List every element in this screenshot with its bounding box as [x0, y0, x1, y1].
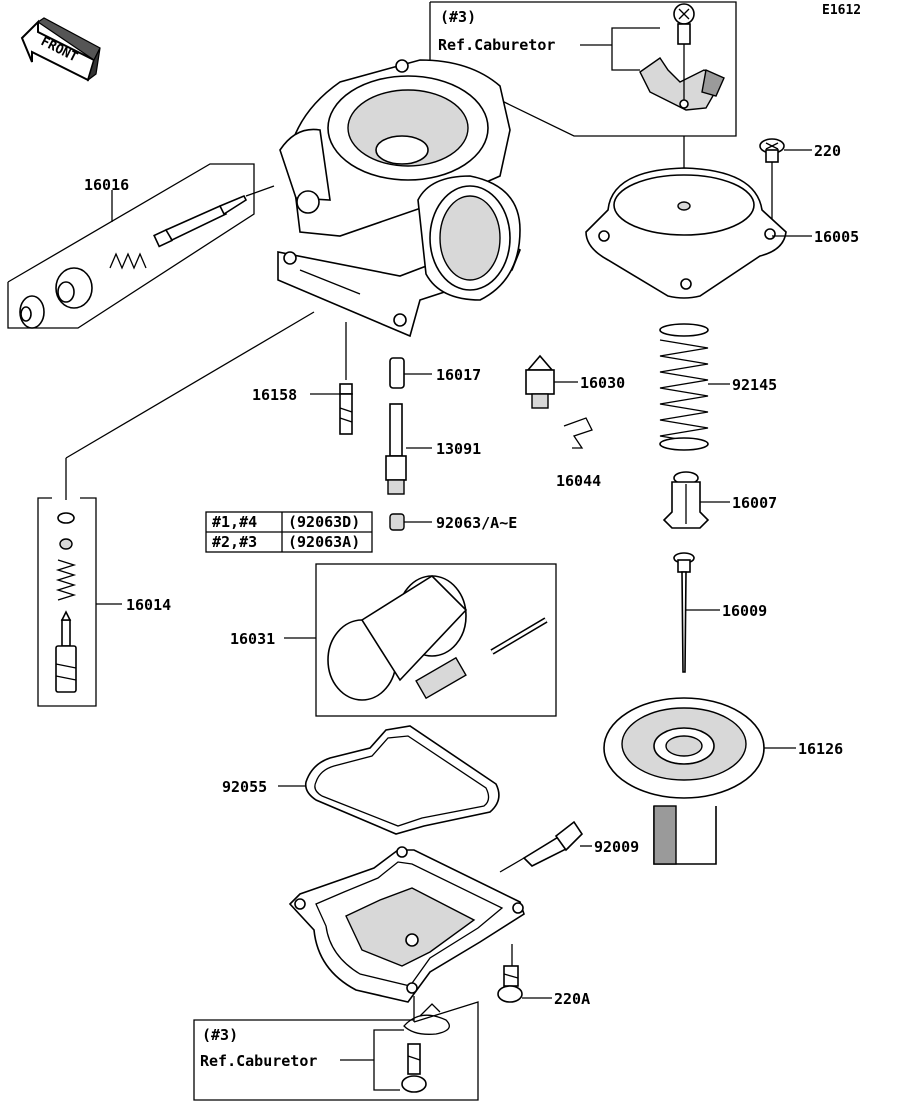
callout-16007: 16007 — [732, 494, 777, 512]
washer-icon — [19, 295, 45, 329]
plug-icon — [55, 267, 93, 309]
callout-16009: 16009 — [722, 602, 767, 620]
jet-table: #1,#4 (92063D) #2,#3 (92063A) — [205, 511, 373, 553]
top-cover-icon — [585, 167, 812, 299]
pilot-screw-icon — [153, 194, 248, 248]
callout-16016: 16016 — [84, 176, 129, 194]
carburetor-body-icon — [277, 59, 521, 338]
clip-bottom-icon — [403, 1003, 450, 1035]
ref-box-top: (#3) Ref.Caburetor — [429, 1, 737, 175]
ref-box-bottom: (#3) Ref.Caburetor — [193, 996, 479, 1101]
spring-small-icon — [109, 252, 147, 270]
ref-bottom-label: Ref.Caburetor — [200, 1052, 317, 1070]
callout-16031: 16031 — [230, 630, 275, 648]
callout-16126: 16126 — [798, 740, 843, 758]
callout-220a: 220A — [554, 990, 590, 1008]
jet-holder-icon — [389, 357, 432, 389]
callout-16005: 16005 — [814, 228, 859, 246]
callout-220: 220 — [814, 142, 841, 160]
jet-needle-icon — [673, 552, 720, 673]
screw-220-icon — [759, 138, 812, 228]
clip-icon — [563, 417, 593, 449]
pilot-screw-92009-icon — [499, 820, 592, 873]
kit-16016-group — [7, 163, 275, 329]
screw-icon — [673, 3, 695, 45]
callout-92009: 92009 — [594, 838, 639, 856]
ref-top-label: Ref.Caburetor — [438, 36, 555, 54]
needle-jet-icon — [385, 403, 432, 495]
float-16031-group — [284, 563, 557, 717]
bracket-icon — [639, 44, 725, 111]
diagram-code: E1612 — [822, 3, 861, 18]
gasket-icon — [278, 725, 500, 835]
main-jet-icon — [389, 513, 432, 531]
air-jet-icon — [310, 383, 353, 435]
callout-13091: 13091 — [436, 440, 481, 458]
needle-holder-icon — [662, 471, 730, 529]
callout-92063: 92063/A~E — [436, 514, 517, 532]
jet-table-row2-cyl: #2,#3 — [212, 533, 257, 551]
screw-bottom-icon — [401, 1043, 427, 1093]
jet-table-row2-part: (92063A) — [288, 533, 360, 551]
callout-16030: 16030 — [580, 374, 625, 392]
ref-top-group: (#3) — [440, 8, 476, 26]
spring-92145-icon — [659, 323, 730, 451]
kit-16014-group — [37, 497, 122, 707]
callout-16158: 16158 — [252, 386, 297, 404]
callout-16044: 16044 — [556, 472, 601, 490]
jet-table-row1-part: (92063D) — [288, 513, 360, 531]
callout-92145: 92145 — [732, 376, 777, 394]
float-valve-icon — [525, 354, 578, 409]
vacuum-piston-icon — [603, 697, 796, 865]
callout-16017: 16017 — [436, 366, 481, 384]
callout-92055: 92055 — [222, 778, 267, 796]
ref-bottom-group: (#3) — [202, 1026, 238, 1044]
jet-table-row1-cyl: #1,#4 — [212, 513, 257, 531]
float-bowl-icon — [288, 846, 525, 1003]
front-arrow-icon: FRONT — [20, 17, 101, 82]
callout-16014: 16014 — [126, 596, 171, 614]
screw-220a-icon — [497, 965, 552, 1003]
